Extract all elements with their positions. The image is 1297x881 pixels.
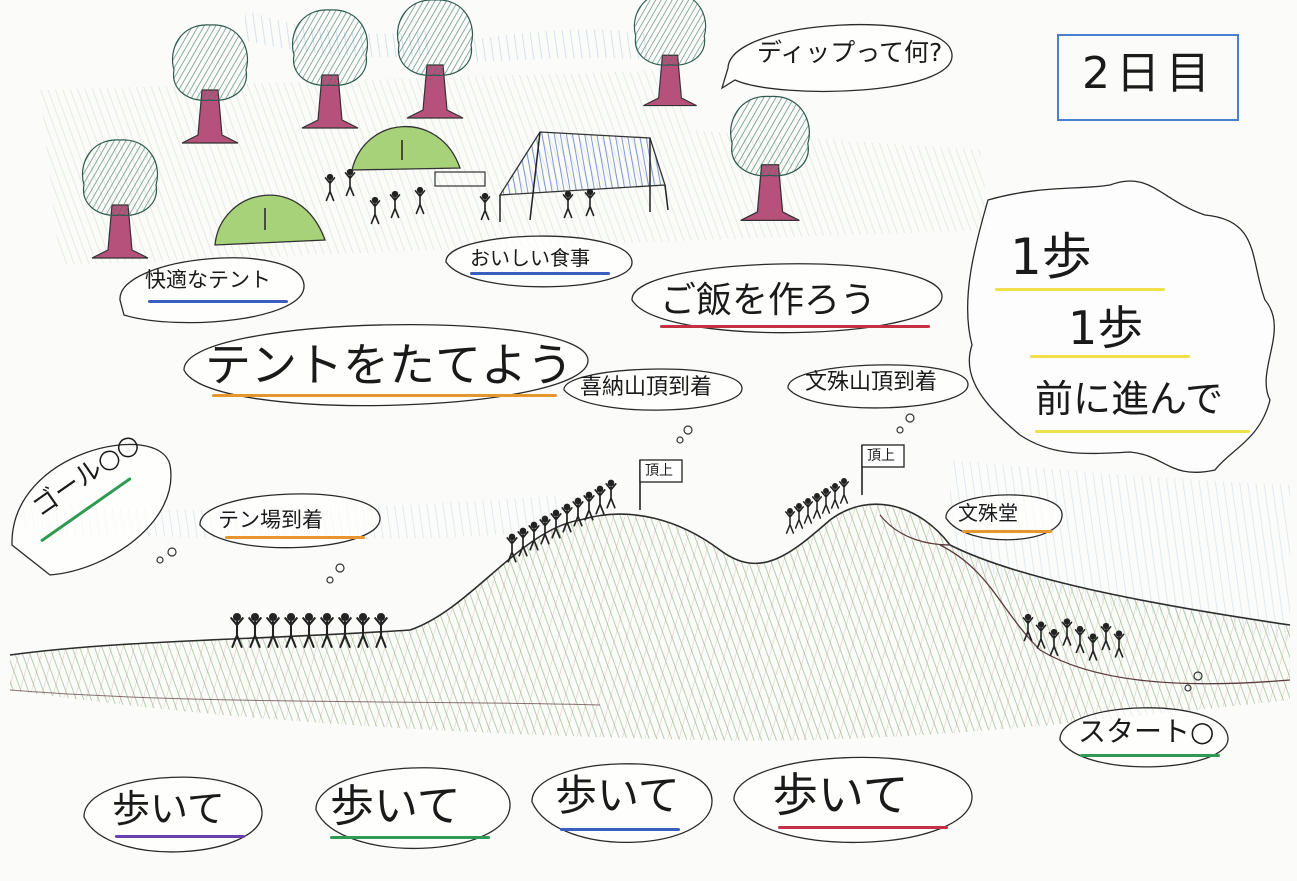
hiker-figure	[1074, 625, 1086, 654]
hiker-figure	[1100, 622, 1112, 651]
hiker-figure	[356, 612, 370, 648]
day-box	[1057, 34, 1239, 121]
cloud-bubble	[966, 180, 1275, 473]
underline-walk-3	[560, 828, 680, 831]
walk-bubble-4: 歩いて	[772, 768, 909, 822]
summit-flag-label-1: 頂上	[645, 463, 673, 479]
summit-flag-label-2: 頂上	[867, 448, 895, 464]
bubble-delicious-meal: おいしい食事	[470, 246, 590, 270]
hiker-figure	[811, 493, 823, 519]
bubble-start: スタート○	[1078, 715, 1215, 748]
hiker-figure	[324, 173, 336, 202]
hiker-figure	[479, 192, 491, 221]
hikers	[230, 168, 1125, 661]
hiker-figure	[584, 188, 596, 217]
hiker-figure	[1061, 618, 1073, 646]
underline-mantra-1	[995, 288, 1165, 291]
hiker-figure	[572, 497, 584, 527]
tree	[82, 139, 158, 259]
bubble-cook-meal: ご飯を作ろう	[660, 280, 877, 321]
hiker-figure	[594, 485, 606, 515]
bubble-monju-summit: 文殊山頂到着	[805, 370, 938, 395]
mantra-line-3: 前に進んで	[1035, 377, 1224, 421]
bubble-campsite-arrival: テン場到着	[218, 508, 323, 532]
hiker-figure	[389, 190, 401, 219]
speech-bubbles	[11, 23, 1229, 853]
tree	[292, 9, 368, 129]
mantra-line-1: 1歩	[1010, 228, 1092, 286]
hiker-figure	[550, 509, 562, 539]
hiker-figure	[414, 186, 426, 215]
hiker-figure	[506, 533, 518, 563]
hiker-figure	[793, 503, 805, 529]
tree	[397, 0, 473, 119]
underline-delicious-meal	[470, 272, 610, 275]
underline-walk-1	[115, 835, 245, 838]
hiker-figure	[562, 190, 574, 219]
walk-bubble-3: 歩いて	[555, 771, 680, 820]
underline-walk-2	[330, 836, 490, 839]
hiker-figure	[517, 527, 529, 557]
underline-mantra-2	[1030, 355, 1190, 358]
underline-start	[1080, 754, 1220, 757]
mantra-line-2: 1歩	[1068, 301, 1144, 355]
hiker-figure	[344, 168, 356, 197]
hiker-figure	[802, 498, 814, 524]
hiker-figure	[820, 488, 832, 514]
underline-campsite-arrival	[225, 536, 365, 539]
hiker-figure	[838, 478, 850, 504]
hiker-figure	[1035, 621, 1047, 649]
bubble-pitch-tent: テントをたてよう	[205, 338, 573, 392]
hiker-figure	[302, 612, 316, 648]
hiker-figure	[1087, 633, 1099, 661]
hiker-figure	[230, 612, 244, 648]
tarp-shelter	[434, 131, 669, 222]
bubble-comfortable-tent: 快適なテント	[145, 268, 271, 292]
hiker-figure	[1048, 628, 1060, 657]
bubble-monjudo: 文殊堂	[958, 501, 1018, 525]
hiker-figure	[284, 612, 298, 648]
underline-cook-meal	[660, 325, 930, 328]
hiker-figure	[1113, 630, 1125, 658]
hiker-figure	[583, 491, 595, 521]
walk-bubble-2: 歩いて	[330, 781, 461, 832]
forest	[82, 0, 810, 259]
hiker-figure	[374, 612, 388, 648]
tent-1	[214, 194, 326, 246]
tree	[730, 95, 810, 222]
hiker-figure	[829, 483, 841, 509]
underline-walk-4	[778, 826, 948, 829]
walk-bubble-1: 歩いて	[112, 787, 225, 831]
underline-mantra-3	[1035, 430, 1250, 433]
hill-terrain	[9, 503, 1291, 741]
bubble-dip-question: ディップって何?	[757, 38, 943, 67]
hiker-figure	[784, 508, 796, 534]
bubble-kitashiro-summit: 喜納山頂到着	[580, 375, 713, 400]
tree	[172, 24, 248, 144]
hiker-figure	[1022, 613, 1034, 642]
hiker-figure	[320, 612, 334, 648]
underline-pitch-tent	[212, 394, 557, 397]
hiker-figure	[605, 479, 617, 509]
tent-2	[351, 125, 461, 171]
hiker-figure	[338, 612, 352, 648]
hiker-figure	[248, 612, 262, 648]
hiker-figure	[266, 612, 280, 648]
day-label: 2日目	[1082, 48, 1216, 99]
hiker-figure	[539, 515, 551, 545]
underline-comfortable-tent	[148, 300, 288, 303]
thought-dots	[156, 413, 1203, 692]
grass-hatching	[40, 70, 990, 265]
hiker-figure	[369, 196, 381, 225]
summit-flag-1	[639, 459, 683, 510]
hiker-figure	[528, 521, 540, 551]
hiker-figure	[561, 503, 573, 533]
tree	[633, 0, 707, 107]
underline-monjudo	[962, 530, 1052, 533]
summit-flag-2	[861, 444, 905, 495]
